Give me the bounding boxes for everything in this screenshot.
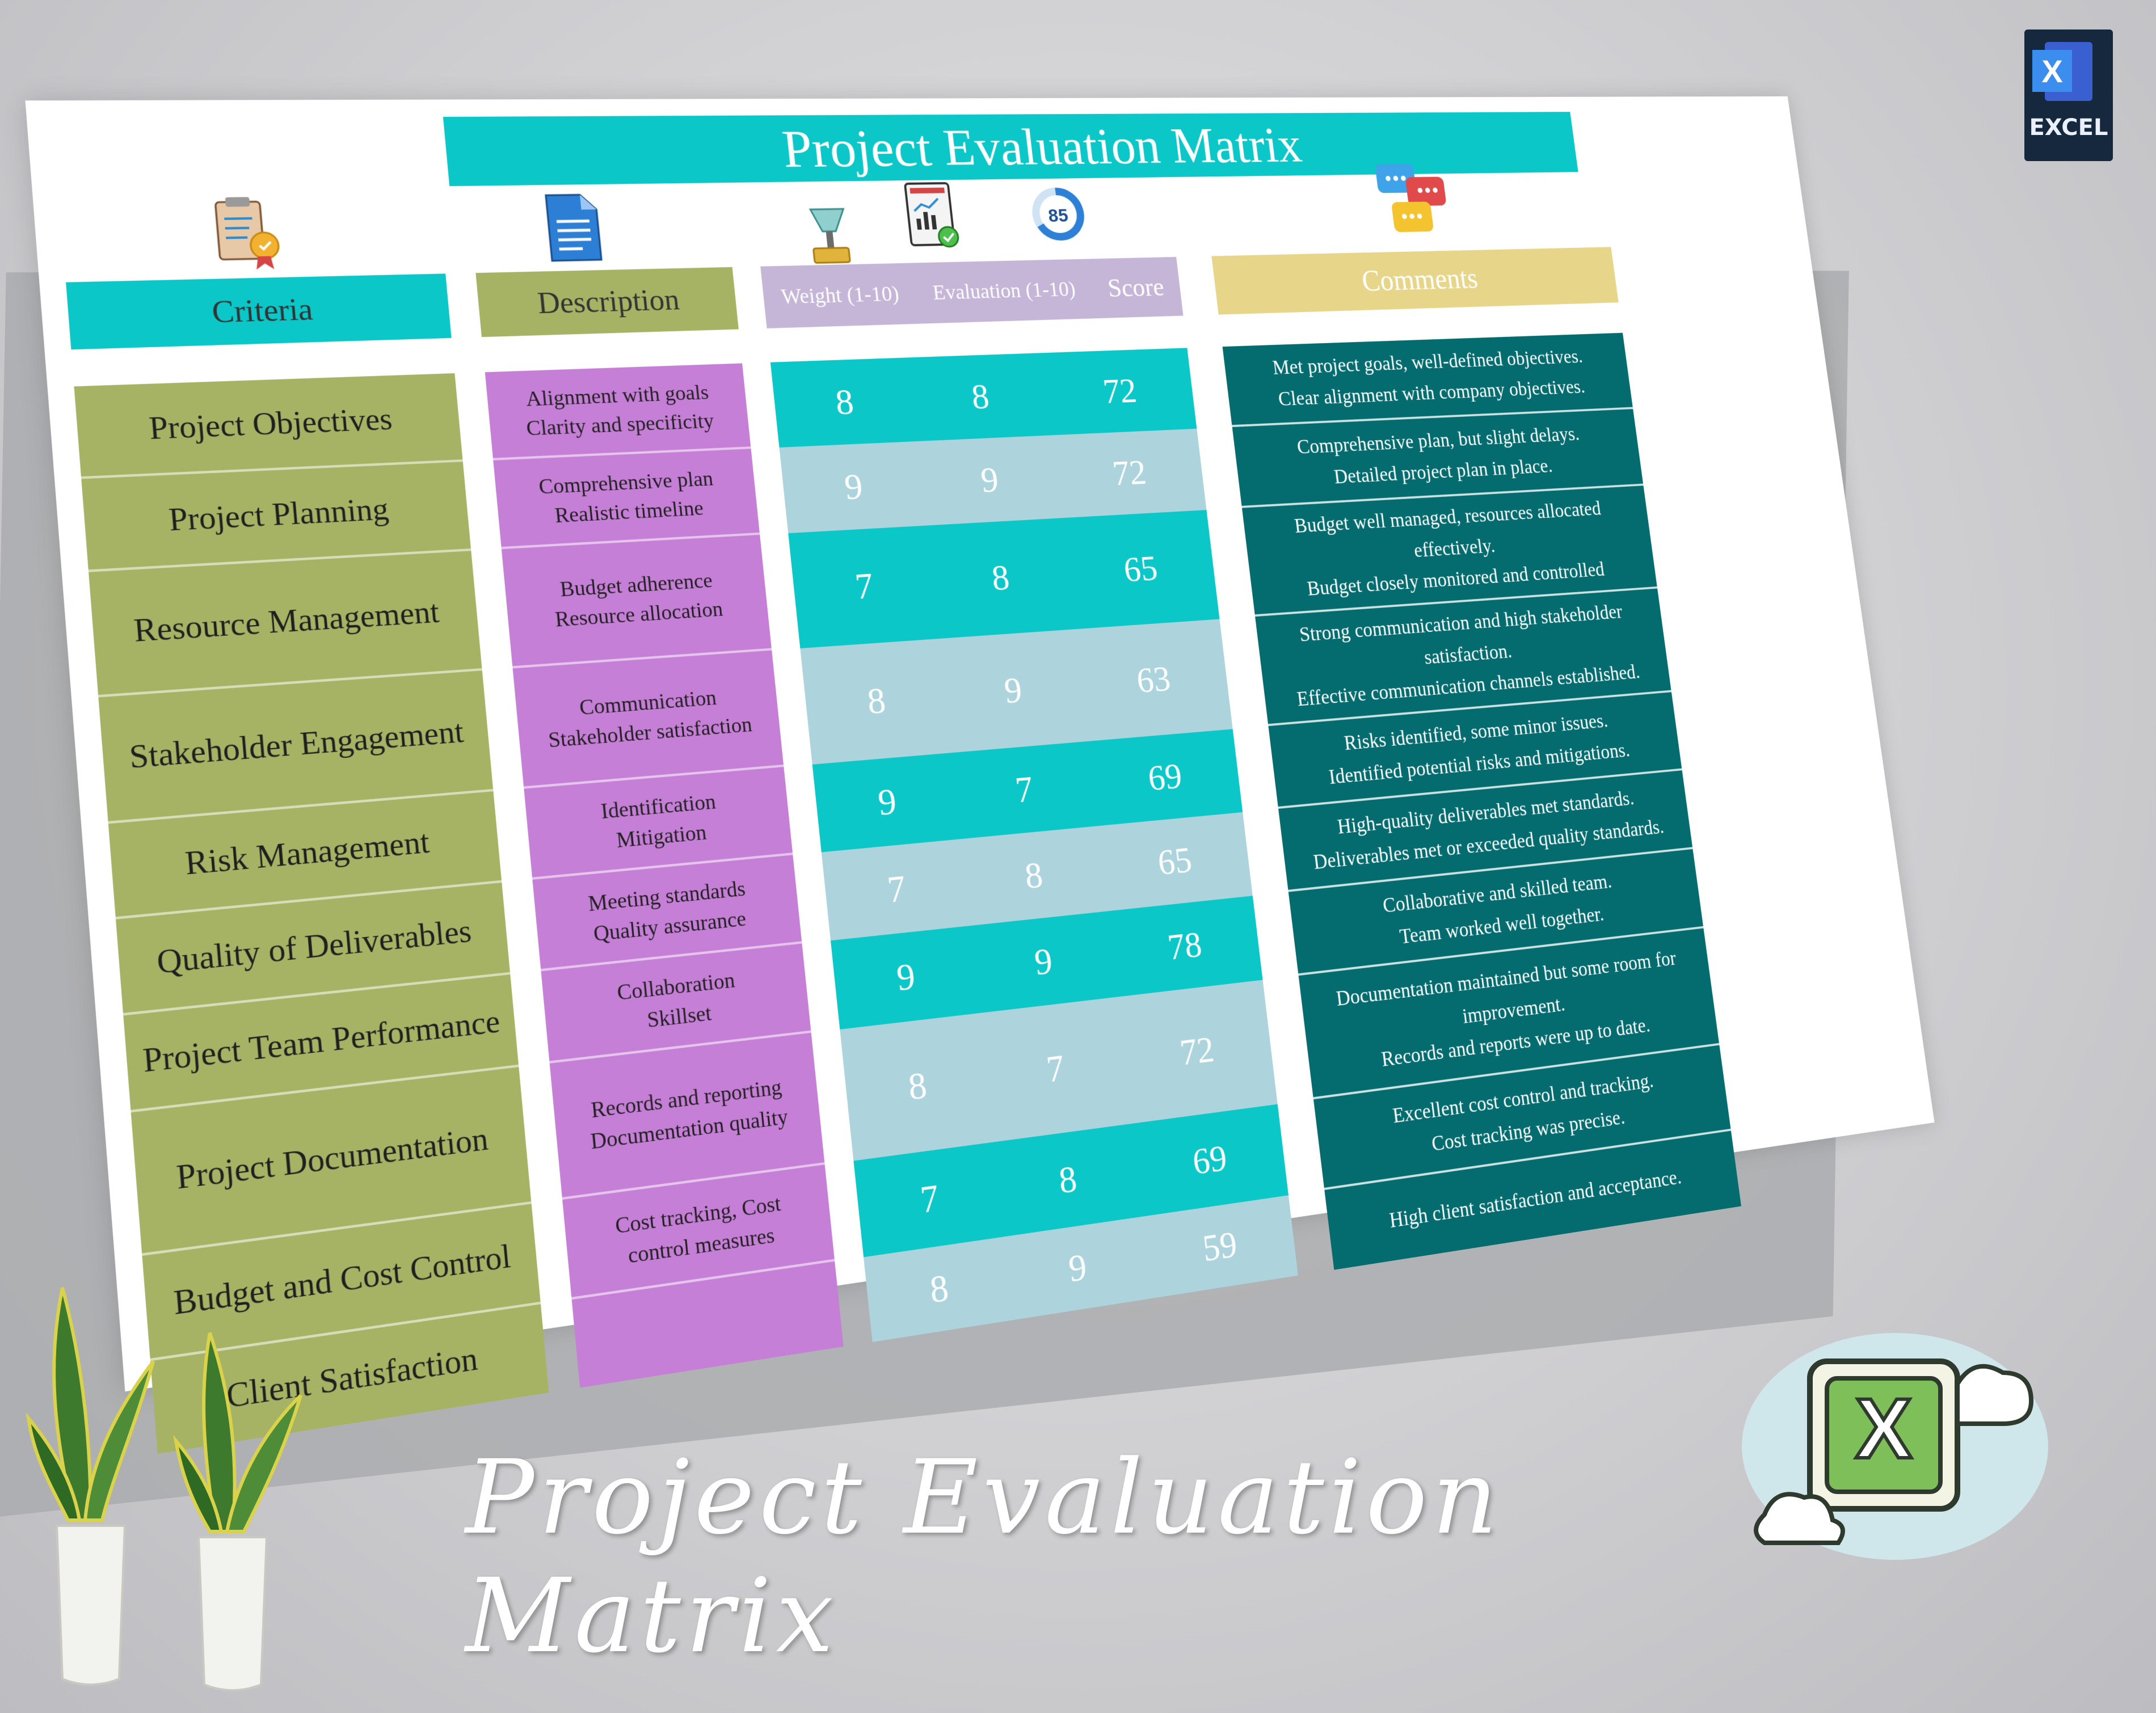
excel-cloud-logo: X [1742, 1333, 2048, 1560]
score-cell[interactable]: 65 [1122, 548, 1160, 589]
score-cell[interactable]: 59 [1201, 1223, 1239, 1269]
description-header: Description [475, 267, 739, 337]
comments-header: Comments [1211, 247, 1619, 315]
svg-text:85: 85 [1047, 205, 1069, 226]
weight-cell[interactable]: 8 [865, 680, 888, 722]
plant-left [26, 1287, 155, 1686]
weight-cell[interactable]: 7 [853, 565, 875, 607]
scale-icon [793, 197, 866, 271]
evaluation-cell[interactable]: 8 [989, 557, 1012, 598]
weight-cell[interactable]: 9 [842, 466, 865, 508]
weight-cell[interactable]: 9 [894, 955, 917, 999]
report-chart-icon [895, 180, 967, 252]
certificate-icon [208, 197, 290, 270]
evaluation-header: Evaluation (1-10) [931, 277, 1077, 305]
chat-bubbles-icon [1375, 163, 1447, 233]
weight-cell[interactable]: 7 [918, 1176, 941, 1221]
score-cell[interactable]: 78 [1165, 923, 1204, 968]
evaluation-cell[interactable]: 9 [979, 459, 1001, 500]
evaluation-cell[interactable]: 7 [1013, 768, 1035, 811]
weight-cell[interactable]: 9 [875, 780, 899, 824]
evaluation-cell[interactable]: 9 [1032, 940, 1055, 983]
sheet-perspective: Project Evaluation Matrix [25, 23, 2133, 1454]
weight-cell[interactable]: 8 [906, 1064, 929, 1108]
evaluation-cell[interactable]: 8 [1056, 1157, 1079, 1202]
footer-title: Project Evaluation Matrix [465, 1438, 1502, 1676]
evaluation-cell[interactable]: 9 [1002, 669, 1024, 711]
excel-badge-label: EXCEL [2029, 115, 2108, 141]
scores-header: Weight (1-10) Evaluation (1-10) Score [760, 256, 1184, 328]
score-cell[interactable]: 69 [1146, 755, 1184, 799]
evaluation-cell[interactable]: 9 [1066, 1245, 1089, 1290]
weight-cell[interactable]: 8 [833, 381, 856, 423]
document-icon [533, 190, 611, 266]
plant-right [173, 1332, 302, 1691]
evaluation-cell[interactable]: 8 [969, 376, 991, 417]
score-cell[interactable]: 65 [1156, 839, 1194, 883]
score-cell[interactable]: 72 [1177, 1028, 1216, 1074]
evaluation-cell[interactable]: 7 [1044, 1047, 1067, 1091]
score-cell[interactable]: 72 [1110, 452, 1148, 493]
progress-ring-icon: 85 [1022, 178, 1093, 249]
comments-column: Met project goals, well-defined objectiv… [1222, 332, 1741, 1270]
evaluation-cell[interactable]: 8 [1022, 854, 1045, 897]
weight-cell[interactable]: 8 [928, 1265, 951, 1311]
plant-pots-icon [26, 1287, 302, 1691]
weight-header: Weight (1-10) [780, 282, 900, 309]
svg-text:X: X [1855, 1381, 1912, 1476]
score-cell[interactable]: 69 [1190, 1137, 1229, 1183]
score-cell[interactable]: 63 [1134, 658, 1173, 701]
weight-cell[interactable]: 7 [885, 867, 908, 911]
excel-badge: X EXCEL [2024, 29, 2113, 161]
score-header: Score [1106, 272, 1166, 303]
score-cell[interactable]: 72 [1101, 370, 1139, 411]
criteria-header: Criteria [66, 273, 452, 350]
criteria-cell[interactable]: Project Objectives [74, 373, 463, 479]
spreadsheet-sheet: Project Evaluation Matrix [25, 96, 1935, 1454]
excel-x-icon: X [2032, 50, 2072, 92]
